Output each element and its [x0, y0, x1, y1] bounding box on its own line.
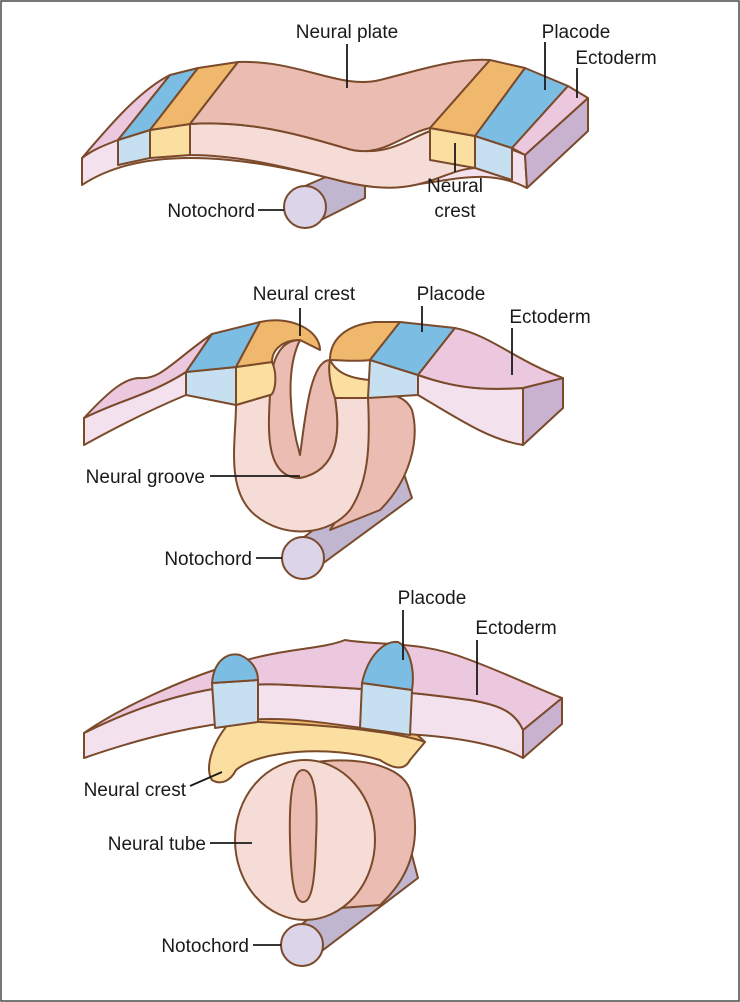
label-neural-tube: Neural tube: [108, 834, 206, 855]
label-neural-plate: Neural plate: [296, 22, 398, 43]
notochord-end: [283, 185, 327, 229]
label-notochord-1: Notochord: [167, 201, 255, 222]
label-neural-crest-1b: crest: [434, 201, 476, 222]
label-neural-crest-1a: Neural: [427, 176, 483, 197]
neural-crest-side-3: [208, 721, 426, 784]
placode-side-left-3: [211, 679, 259, 729]
label-ectoderm-1: Ectoderm: [575, 48, 656, 69]
neural-tube-lumen: [288, 769, 318, 903]
neural-groove-inner: [267, 339, 339, 479]
placode-top-left-3: [211, 653, 259, 684]
ectoderm-top-left: [81, 74, 171, 159]
label-notochord-3: Notochord: [161, 936, 249, 957]
neural-crest-top-right-2: [329, 321, 401, 362]
label-neural-crest-2: Neural crest: [253, 284, 356, 305]
stage-neural-tube: Placode Ectoderm Neural crest Neural tub…: [83, 588, 563, 967]
notochord-end: [281, 536, 325, 580]
placode-side-right-3: [359, 682, 413, 736]
label-placode-3: Placode: [398, 588, 467, 609]
neural-crest-side-right-2: [328, 359, 371, 399]
notochord-end: [280, 923, 324, 967]
neural-crest-top-left-2: [235, 319, 321, 368]
label-neural-groove: Neural groove: [86, 467, 205, 488]
label-ectoderm-3: Ectoderm: [475, 618, 556, 639]
placode-side-left-2: [185, 366, 237, 406]
label-neural-crest-3: Neural crest: [84, 780, 187, 801]
label-placode-2: Placode: [417, 284, 486, 305]
label-notochord-2: Notochord: [164, 549, 252, 570]
ectoderm-end-face-2: [522, 377, 564, 446]
label-ectoderm-2: Ectoderm: [509, 307, 590, 328]
placode-top-right-3: [361, 640, 414, 691]
ectoderm-top-left-2: [83, 333, 213, 419]
label-placode-1: Placode: [542, 22, 611, 43]
ectoderm-top-right: [511, 85, 589, 156]
ectoderm-top-right-2: [417, 327, 564, 390]
stage-neural-plate: Neural plate Placode Ectoderm Neural cre…: [81, 22, 657, 229]
stage-neural-groove: Neural crest Placode Ectoderm Neural gro…: [83, 284, 591, 580]
